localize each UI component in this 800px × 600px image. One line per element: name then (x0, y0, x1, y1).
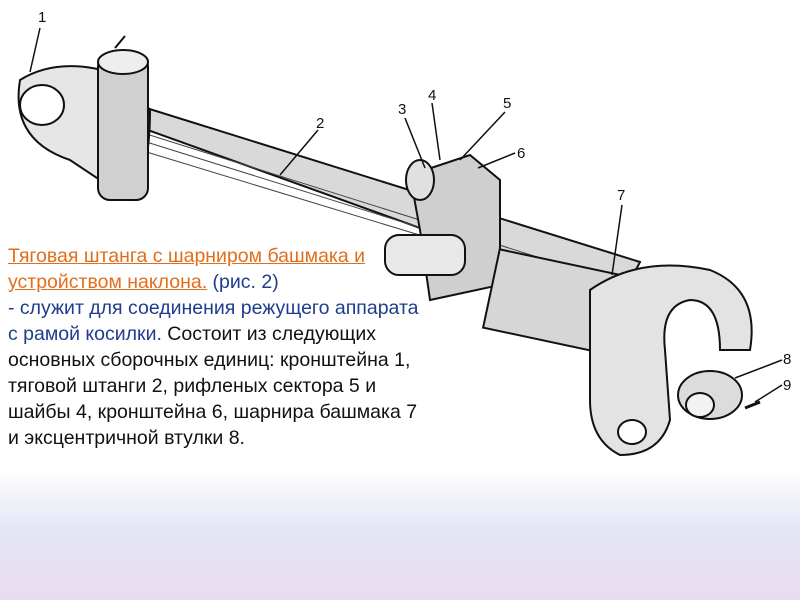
washer-4 (405, 159, 435, 201)
leader-line-7 (611, 204, 623, 276)
leader-line-4 (431, 102, 441, 161)
callout-8: 8 (783, 351, 791, 368)
composition-text: Состоит из следующих основных сборочных … (8, 323, 418, 449)
shoe-hinge-7 (589, 264, 753, 457)
bracket-1-pin (97, 54, 149, 201)
tilt-pivot (384, 234, 466, 276)
bracket-1-eye (19, 84, 65, 126)
description-text: Тяговая штанга с шарниром башмака и устр… (8, 243, 428, 451)
callout-4: 4 (428, 87, 436, 104)
figure-reference: (рис. 2) (212, 271, 279, 293)
callout-9: 9 (783, 377, 791, 394)
shoe-hinge-eye (617, 419, 647, 445)
cotter-pin (114, 35, 126, 49)
leader-line-9 (754, 384, 783, 403)
callout-7: 7 (617, 187, 625, 204)
callout-3: 3 (398, 101, 406, 118)
bolt-9 (744, 400, 761, 410)
leader-line-5 (459, 111, 506, 161)
leader-line-3 (404, 117, 426, 169)
leader-line-8 (734, 359, 783, 379)
leader-line-6 (477, 152, 516, 169)
leader-line-2 (279, 129, 319, 176)
callout-6: 6 (517, 145, 525, 162)
eccentric-sleeve-hub (685, 392, 715, 418)
callout-5: 5 (503, 95, 511, 112)
bracket-1-pin-top (97, 49, 149, 75)
leader-line-1 (29, 27, 41, 73)
description-title: Тяговая штанга с шарниром башмака и устр… (8, 245, 366, 293)
callout-2: 2 (316, 115, 324, 132)
background-gradient (0, 470, 800, 600)
purpose-text: - служит для соединения режущего аппарат… (8, 297, 419, 345)
callout-1: 1 (38, 9, 46, 26)
